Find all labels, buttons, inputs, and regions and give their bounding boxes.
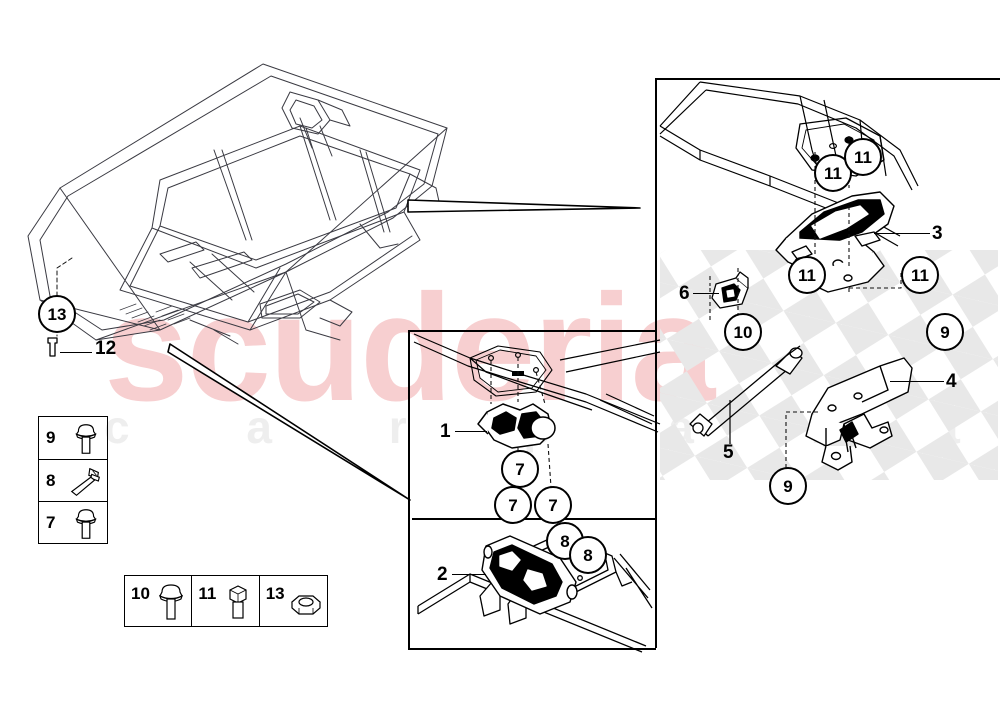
part-label-12: 12 xyxy=(95,338,117,359)
panel-divider-right-left xyxy=(655,78,657,648)
panel-divider-right-top xyxy=(655,78,1000,80)
callout-label: 11 xyxy=(798,265,816,285)
callout-9-b[interactable]: 9 xyxy=(769,467,807,505)
panel-divider-bottom xyxy=(408,648,656,650)
callout-10[interactable]: 10 xyxy=(724,313,762,351)
fastener-legend-vertical: 9 8 7 xyxy=(38,416,108,544)
callout-label: 10 xyxy=(733,322,753,342)
part-label-5: 5 xyxy=(723,442,734,463)
flange-bolt-icon xyxy=(67,505,105,543)
callout-11-b[interactable]: 11 xyxy=(844,138,882,176)
leader-12 xyxy=(60,352,92,354)
leader-3 xyxy=(874,233,930,235)
callout-label: 7 xyxy=(508,495,518,515)
legend-item-9[interactable]: 9 xyxy=(39,417,107,460)
checkered-flag-watermark xyxy=(660,250,998,480)
callout-9-a[interactable]: 9 xyxy=(926,313,964,351)
part-label-2: 2 xyxy=(437,564,448,585)
legend-item-7[interactable]: 7 xyxy=(39,502,107,545)
long-bolt-icon xyxy=(67,463,105,501)
callout-11-c[interactable]: 11 xyxy=(788,256,826,294)
hex-nut-icon xyxy=(286,580,326,624)
callout-11-d[interactable]: 11 xyxy=(901,256,939,294)
flange-bolt-icon xyxy=(151,580,191,624)
callout-13[interactable]: 13 xyxy=(38,295,76,333)
part-label-1: 1 xyxy=(440,421,451,442)
callout-label: 11 xyxy=(824,163,842,183)
part-label-6: 6 xyxy=(679,283,690,304)
legend-number: 7 xyxy=(46,513,56,533)
panel-divider-center-mid xyxy=(412,518,656,520)
callout-label: 8 xyxy=(560,531,570,551)
callout-label: 9 xyxy=(940,322,950,342)
legend-item-10[interactable]: 10 xyxy=(125,576,193,626)
callout-7-b[interactable]: 7 xyxy=(494,486,532,524)
legend-number: 8 xyxy=(46,470,56,490)
callout-label: 8 xyxy=(583,545,593,565)
legend-item-13[interactable]: 13 xyxy=(260,576,327,626)
panel-divider-center-top xyxy=(408,330,656,332)
part-label-4: 4 xyxy=(946,371,957,392)
part-label-3: 3 xyxy=(932,223,943,244)
callout-7-c[interactable]: 7 xyxy=(534,486,572,524)
legend-number: 10 xyxy=(131,584,150,603)
callout-label: 11 xyxy=(911,265,929,285)
callout-label: 11 xyxy=(854,147,872,167)
callout-label: 7 xyxy=(548,495,558,515)
leader-6 xyxy=(693,293,719,295)
legend-number: 11 xyxy=(198,584,217,603)
callout-label: 9 xyxy=(783,476,793,496)
legend-number: 9 xyxy=(46,428,56,447)
leader-2 xyxy=(452,574,486,576)
callout-7-a[interactable]: 7 xyxy=(501,450,539,488)
hex-bolt-icon xyxy=(218,580,258,624)
leader-1 xyxy=(455,431,487,433)
callout-label: 13 xyxy=(47,304,67,324)
legend-item-11[interactable]: 11 xyxy=(192,576,260,626)
legend-item-8[interactable]: 8 xyxy=(39,460,107,503)
callout-8-b[interactable]: 8 xyxy=(569,536,607,574)
legend-number: 13 xyxy=(265,584,285,603)
fastener-legend-horizontal: 10 11 13 xyxy=(124,575,328,627)
leader-4 xyxy=(890,381,944,383)
panel-divider-center-left xyxy=(408,330,410,648)
callout-label: 7 xyxy=(515,459,525,479)
flange-bolt-icon xyxy=(67,420,105,458)
